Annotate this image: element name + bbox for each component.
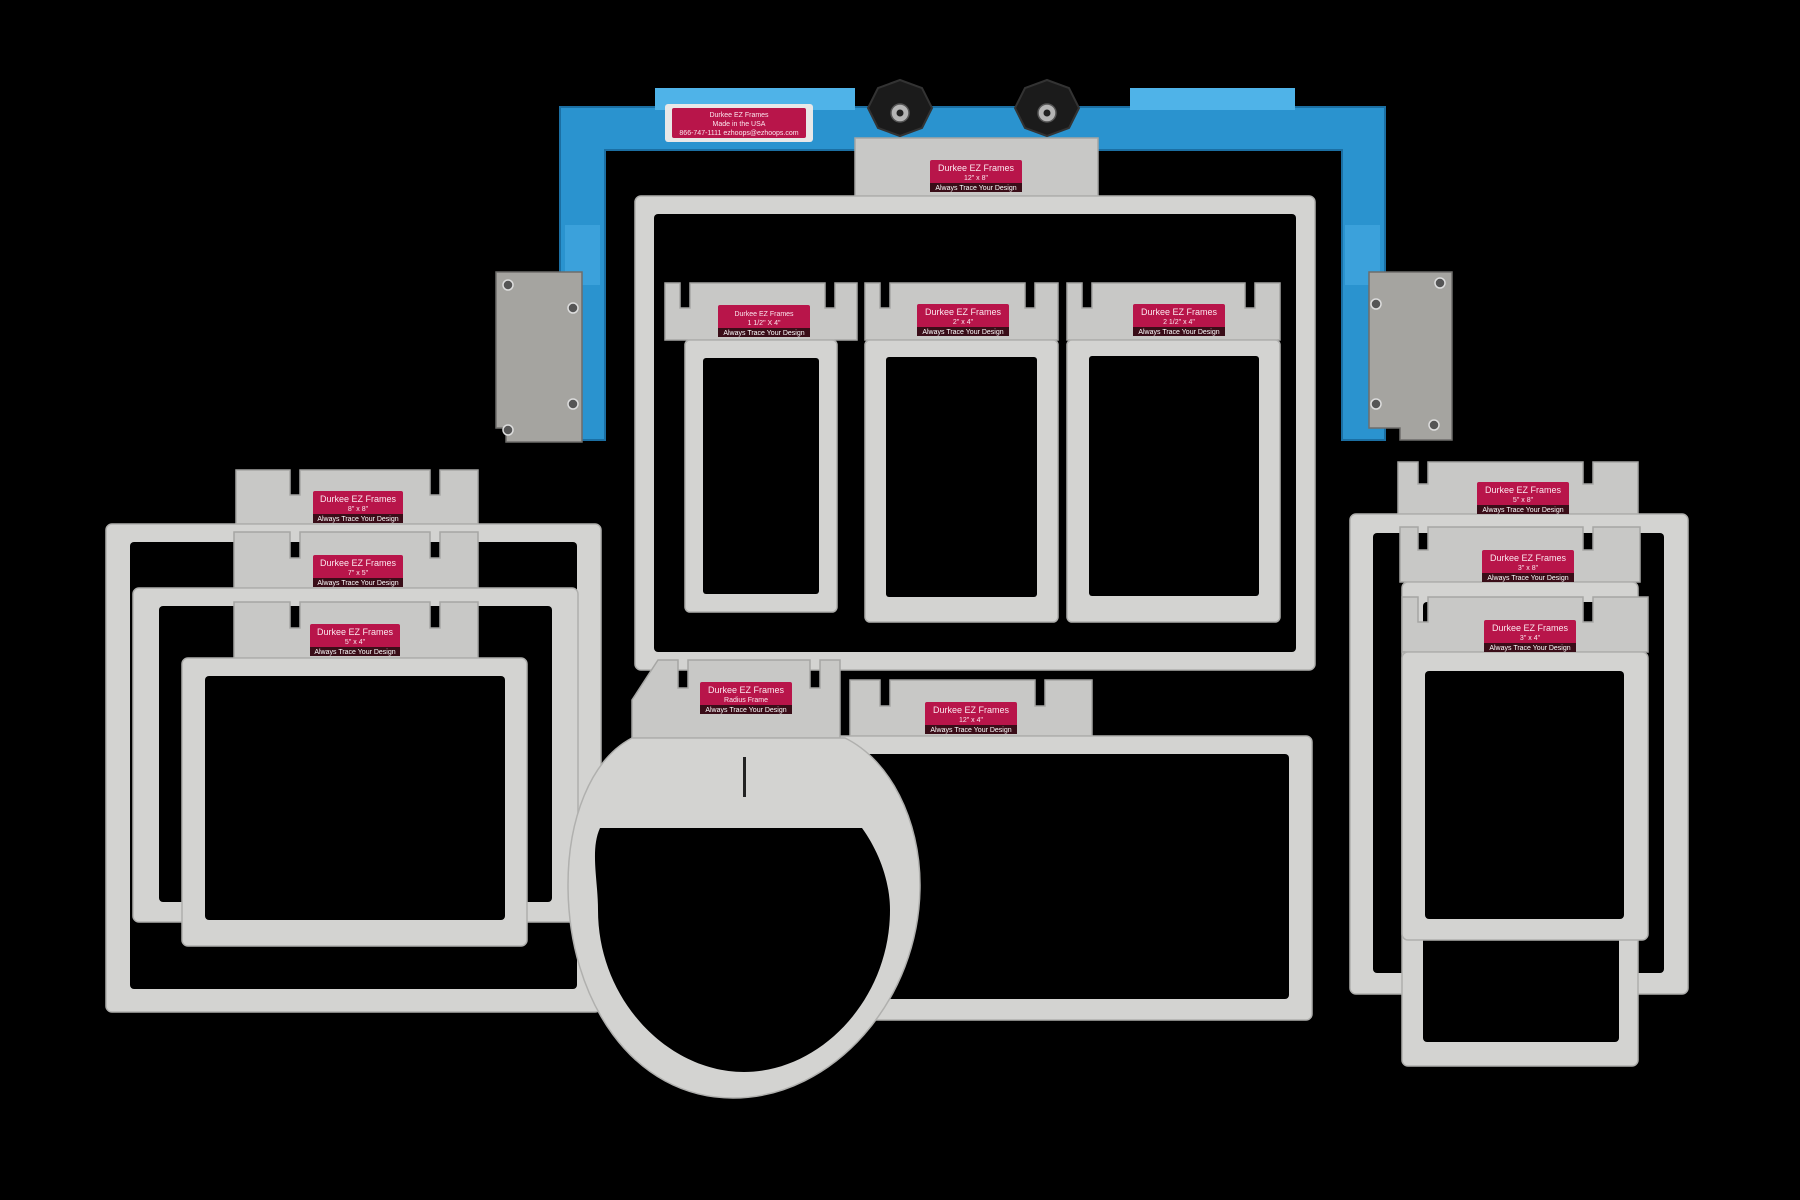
label-5x4: Durkee EZ Frames 5" x 4" Always Trace Yo… <box>310 624 400 656</box>
label-3x4-line1: Durkee EZ Frames <box>1492 623 1569 633</box>
label-1-5x4: Durkee EZ Frames 1 1/2" X 4" Always Trac… <box>718 305 810 337</box>
label-5x4-line1: Durkee EZ Frames <box>317 627 394 637</box>
label-8x8-line3: Always Trace Your Design <box>317 516 398 523</box>
label-5x4-line3: Always Trace Your Design <box>314 649 395 656</box>
label-7x5: Durkee EZ Frames 7" x 5" Always Trace Yo… <box>313 555 403 587</box>
bracket-label-line3: 866-747-1111 ezhoops@ezhoops.com <box>679 130 798 137</box>
label-3x8-line2: 3" x 8" <box>1518 565 1539 572</box>
label-5x8-line3: Always Trace Your Design <box>1482 507 1563 514</box>
label-7x5-line1: Durkee EZ Frames <box>320 558 397 568</box>
label-12x4-line3: Always Trace Your Design <box>930 727 1011 734</box>
right-side-plate <box>1368 271 1453 441</box>
bracket-label-line2: Made in the USA <box>713 121 766 128</box>
label-radius-line2: Radius Frame <box>724 697 768 704</box>
label-radius-line3: Always Trace Your Design <box>705 707 786 714</box>
label-2x4: Durkee EZ Frames 2" x 4" Always Trace Yo… <box>917 304 1009 336</box>
frame-5x4: Durkee EZ Frames 5" x 4" Always Trace Yo… <box>181 601 528 947</box>
label-2x4-line1: Durkee EZ Frames <box>925 307 1002 317</box>
label-1-5x4-line2: 1 1/2" X 4" <box>748 320 782 327</box>
right-knob <box>1013 78 1081 138</box>
label-12x4: Durkee EZ Frames 12" x 4" Always Trace Y… <box>925 702 1017 734</box>
label-12x8-line2: 12" x 8" <box>964 175 989 182</box>
label-1-5x4-line1: Durkee EZ Frames <box>734 311 794 318</box>
label-8x8-line1: Durkee EZ Frames <box>320 494 397 504</box>
label-3x8: Durkee EZ Frames 3" x 8" Always Trace Yo… <box>1482 550 1574 582</box>
label-1-5x4-line3: Always Trace Your Design <box>723 330 804 337</box>
label-12x8-line1: Durkee EZ Frames <box>938 163 1015 173</box>
blue-mounting-bracket: Durkee EZ Frames Made in the USA 866-747… <box>559 88 1386 441</box>
frame-1-5x4: Durkee EZ Frames 1 1/2" X 4" Always Trac… <box>664 282 858 613</box>
label-8x8: Durkee EZ Frames 8" x 8" Always Trace Yo… <box>313 491 403 523</box>
label-3x4: Durkee EZ Frames 3" x 4" Always Trace Yo… <box>1484 620 1576 652</box>
label-radius: Durkee EZ Frames Radius Frame Always Tra… <box>700 682 792 714</box>
left-knob <box>866 78 934 138</box>
label-radius-line1: Durkee EZ Frames <box>708 685 785 695</box>
label-3x4-line2: 3" x 4" <box>1520 635 1541 642</box>
bracket-label-line1: Durkee EZ Frames <box>709 112 769 119</box>
label-2-5x4-line2: 2 1/2" x 4" <box>1163 319 1195 326</box>
radius-frame: Durkee EZ Frames Radius Frame Always Tra… <box>567 659 921 1099</box>
label-2x4-line3: Always Trace Your Design <box>922 329 1003 336</box>
label-2-5x4-line3: Always Trace Your Design <box>1138 329 1219 336</box>
label-5x4-line2: 5" x 4" <box>345 639 366 646</box>
label-3x8-line1: Durkee EZ Frames <box>1490 553 1567 563</box>
label-3x4-line3: Always Trace Your Design <box>1489 645 1570 652</box>
frame-2x4: Durkee EZ Frames 2" x 4" Always Trace Yo… <box>864 282 1059 623</box>
label-2x4-line2: 2" x 4" <box>953 319 974 326</box>
label-5x8-line2: 5" x 8" <box>1513 497 1534 504</box>
label-3x8-line3: Always Trace Your Design <box>1487 575 1568 582</box>
label-8x8-line2: 8" x 8" <box>348 506 369 513</box>
label-12x4-line1: Durkee EZ Frames <box>933 705 1010 715</box>
label-12x8-line3: Always Trace Your Design <box>935 185 1016 192</box>
frame-3x4: Durkee EZ Frames 3" x 4" Always Trace Yo… <box>1401 596 1649 941</box>
label-2-5x4: Durkee EZ Frames 2 1/2" x 4" Always Trac… <box>1133 304 1225 336</box>
label-5x8: Durkee EZ Frames 5" x 8" Always Trace Yo… <box>1477 482 1569 514</box>
label-7x5-line2: 7" x 5" <box>348 570 369 577</box>
label-12x4-line2: 12" x 4" <box>959 717 984 724</box>
label-7x5-line3: Always Trace Your Design <box>317 580 398 587</box>
frame-2-5x4: Durkee EZ Frames 2 1/2" x 4" Always Trac… <box>1066 282 1281 623</box>
label-5x8-line1: Durkee EZ Frames <box>1485 485 1562 495</box>
label-12x8: Durkee EZ Frames 12" x 8" Always Trace Y… <box>930 160 1022 192</box>
left-side-plate <box>495 271 583 443</box>
bracket-label: Durkee EZ Frames Made in the USA 866-747… <box>665 104 813 142</box>
label-2-5x4-line1: Durkee EZ Frames <box>1141 307 1218 317</box>
